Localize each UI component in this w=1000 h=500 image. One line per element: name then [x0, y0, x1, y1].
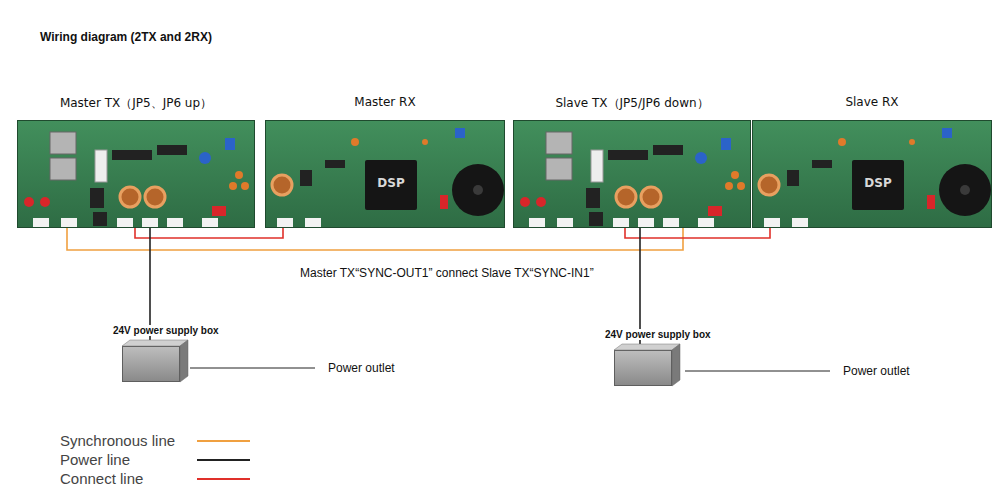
box-heading: Master RX: [236, 95, 534, 109]
legend-entry: Power line: [60, 451, 130, 469]
pcb-board: Slave TX（JP5/JP6 down）: [513, 120, 751, 228]
box-heading: Slave RX: [723, 95, 1000, 109]
sync-line: [67, 228, 683, 250]
outlet-wire: [685, 371, 830, 372]
box-heading: Master TX（JP5、JP6 up）: [0, 95, 284, 112]
outlet-wire: [190, 368, 315, 369]
legend-line-sample: [197, 478, 250, 480]
power-supply-box: 24V power supply box: [614, 350, 672, 386]
box-heading: 24V power supply box: [113, 325, 233, 336]
legend-text: Synchronous line: [60, 432, 175, 449]
pcb-board: Master RX: [265, 120, 505, 228]
legend-line-sample: [197, 440, 250, 442]
legend-line-sample: [197, 459, 250, 461]
legend-text: Power line: [60, 451, 130, 468]
box-heading: Slave TX（JP5/JP6 down）: [484, 95, 780, 112]
power-supply-box: 24V power supply box: [122, 346, 180, 382]
legend-text: Connect line: [60, 470, 143, 487]
legend-entry: Connect line: [60, 470, 143, 488]
diagram-title: Wiring diagram (2TX and 2RX): [40, 30, 212, 44]
connect-line: [135, 228, 283, 238]
sync-note: Master TX“SYNC-OUT1” connect Slave TX“SY…: [300, 266, 640, 280]
pcb-board: Master TX（JP5、JP6 up）: [17, 120, 255, 228]
legend-entry: Synchronous line: [60, 432, 175, 450]
box-heading: 24V power supply box: [605, 329, 725, 340]
outlet-label: Power outlet: [328, 361, 438, 375]
box-side: [672, 344, 680, 386]
connect-line: [625, 228, 770, 238]
chip-marking: DSP: [853, 176, 903, 190]
chip-marking: DSP: [366, 176, 416, 190]
outlet-label: Power outlet: [843, 364, 953, 378]
box-side: [180, 340, 188, 382]
pcb-board: Slave RX: [752, 120, 992, 228]
